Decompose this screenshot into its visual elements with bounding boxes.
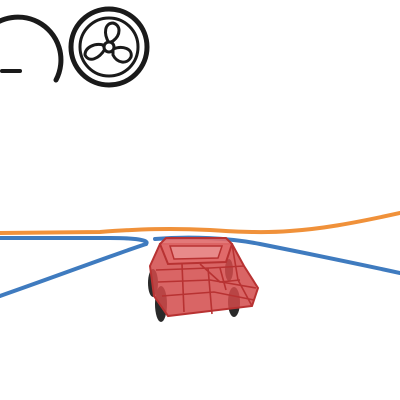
track-line-orange	[0, 211, 400, 235]
car-wireframe-icon	[148, 237, 260, 322]
fan-icon[interactable]	[68, 6, 150, 88]
speedometer-icon[interactable]	[0, 14, 64, 83]
car-window	[168, 245, 224, 260]
track-line-blue-lower	[0, 242, 148, 298]
